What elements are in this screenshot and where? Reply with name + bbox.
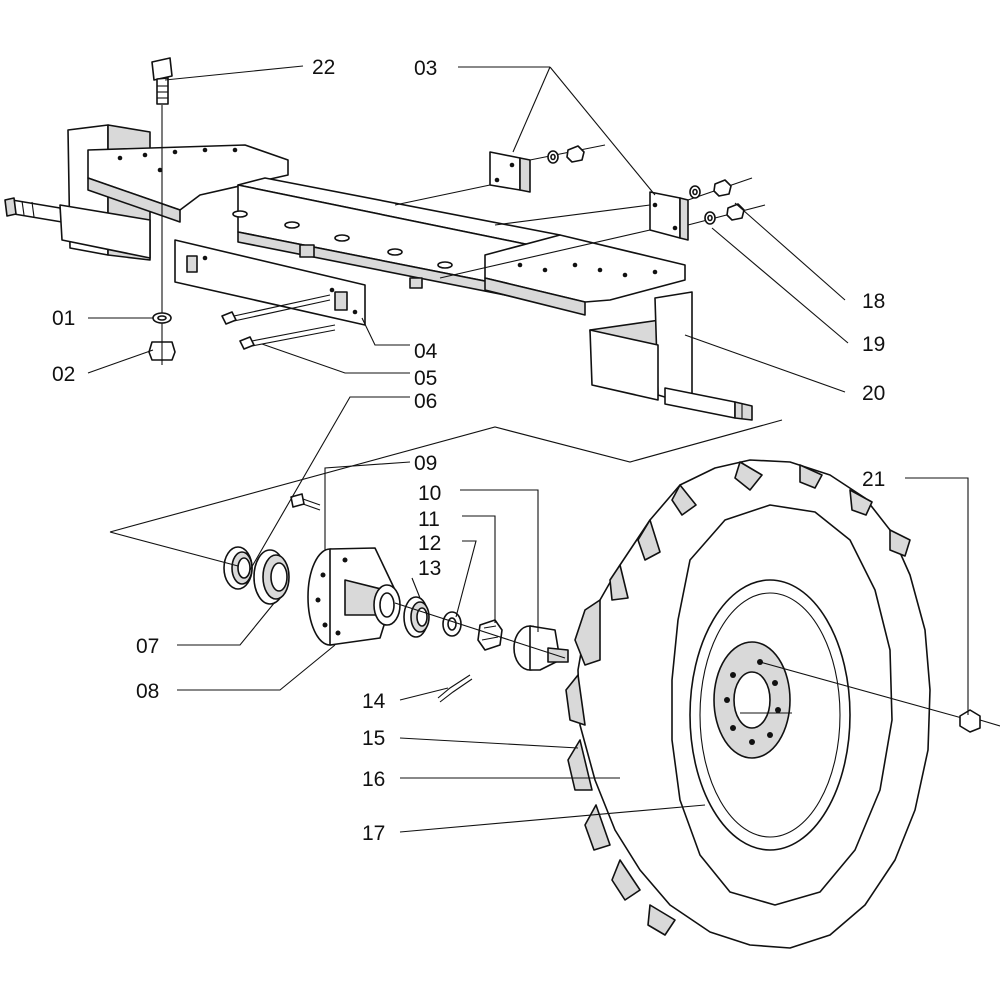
clamp-plate-upper (489, 151, 531, 193)
hub-assembly (223, 493, 569, 703)
label-17: 17 (362, 822, 385, 845)
label-19: 19 (862, 333, 885, 356)
right-mounting-plate (484, 234, 686, 316)
wheel-nut (759, 661, 1000, 733)
leader-lines (87, 65, 969, 833)
axle-frame-assembly (4, 57, 766, 421)
inner-bearing (403, 596, 430, 638)
bracket-bolts (221, 294, 336, 350)
split-pin (437, 674, 473, 703)
label-01: 01 (52, 307, 75, 330)
right-vertical-post (589, 291, 693, 406)
label-22: 22 (312, 56, 335, 79)
label-02: 02 (52, 363, 75, 386)
label-10: 10 (418, 482, 441, 505)
label-16: 16 (362, 768, 385, 791)
hub-cap (513, 625, 569, 671)
outer-bearing (253, 549, 290, 605)
label-15: 15 (362, 727, 385, 750)
clamp-plate-lower (649, 191, 689, 241)
label-12: 12 (418, 532, 441, 555)
label-11: 11 (418, 508, 440, 531)
callout-labels: 22 03 01 02 04 05 06 09 10 11 12 13 07 0… (52, 56, 885, 845)
label-06: 06 (414, 390, 437, 413)
label-20: 20 (862, 382, 885, 405)
label-07: 07 (136, 635, 159, 658)
label-18: 18 (862, 290, 885, 313)
label-13: 13 (418, 557, 441, 580)
bottom-washer (152, 312, 172, 324)
castle-nut (477, 619, 503, 651)
wheel-hub (307, 547, 401, 646)
label-14: 14 (362, 690, 386, 713)
label-03: 03 (414, 57, 437, 80)
tractor-wheel (565, 459, 1000, 949)
label-05: 05 (414, 367, 437, 390)
oil-seal (223, 546, 253, 590)
left-mounting-plate (87, 144, 289, 223)
washers-nuts-upper (547, 145, 732, 199)
left-stub-shaft (4, 197, 63, 223)
label-21: 21 (862, 468, 885, 491)
hub-stud (290, 493, 321, 511)
label-09: 09 (414, 452, 437, 475)
wheel-rim (689, 579, 851, 851)
bottom-nut (148, 341, 176, 361)
main-beam (232, 177, 561, 301)
washers-nuts-lower (704, 203, 745, 225)
label-04: 04 (414, 340, 438, 363)
right-stub-shaft (664, 387, 753, 421)
label-08: 08 (136, 680, 159, 703)
